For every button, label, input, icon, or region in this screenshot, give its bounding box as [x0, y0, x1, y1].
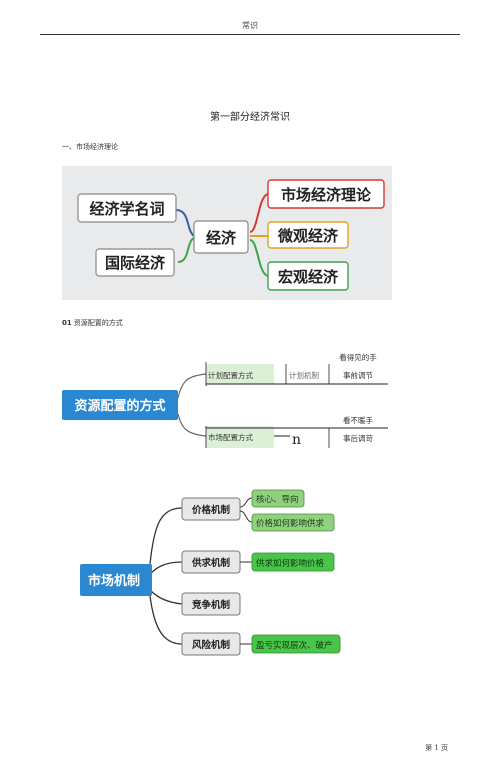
allocation-main: 资源配置的方式	[74, 398, 165, 414]
node-international-economy-box	[95, 248, 175, 277]
leaf-profit-loss-bankruptcy: 盈亏实现层次、破产	[256, 640, 333, 651]
node-macroeconomics: 宏观经济	[278, 268, 339, 286]
risk-mechanism: 风险机制	[192, 639, 231, 651]
economy-mindmap: 经济学名词 国际经济 经济 市场经济理论 微观经济 宏观经济	[62, 166, 392, 300]
page-title: 第一部分经济常识	[210, 112, 290, 123]
connector-left-bottom	[177, 237, 195, 263]
market-branch-competition	[149, 589, 183, 605]
node-economics-terms-box	[77, 193, 177, 223]
market-mechanism-diagram: 市场机制 价格机制 供求机制 竞争机制 风险机制 核心、导向 价格如何影响供求 …	[80, 489, 341, 656]
leaf-core-guide: 核心、导向	[256, 494, 299, 505]
section-label: 资源配置的方式	[73, 319, 123, 327]
invisible-hand: 看不暖手	[343, 415, 373, 425]
plan-mechanism: 计划机制	[289, 370, 319, 380]
market-main: 市场机制	[88, 573, 140, 589]
market-main-box	[80, 564, 152, 596]
visible-hand: 看得见的手	[339, 352, 377, 362]
leaf-core-guide-box	[251, 489, 305, 508]
leaf-connector-core	[239, 497, 253, 508]
market-branch-supply	[149, 561, 183, 575]
node-economy-center: 经济	[206, 229, 237, 247]
node-market-economy-theory-box	[267, 179, 385, 209]
leaf-supply-affects-price-box	[251, 552, 335, 572]
supply-mechanism: 供求机制	[191, 557, 231, 569]
connector-left-top	[175, 209, 195, 237]
node-microeconomics: 微观经济	[277, 227, 339, 245]
connector-right-bottom	[249, 239, 269, 277]
resource-allocation-diagram: 资源配置的方式 计划配置方式 计划机制 看得见的手 事前调节 市场配置方式 n …	[62, 352, 388, 448]
price-mechanism-box	[181, 497, 241, 521]
section-heading-market-economy: 一、市场经济理论	[62, 143, 118, 151]
leaf-connector-price-effect	[239, 510, 253, 523]
market-method: 市场配置方式	[208, 432, 253, 442]
competition-mechanism-box	[181, 592, 241, 616]
node-market-economy-theory: 市场经济理论	[281, 186, 372, 204]
node-economy-center-box	[193, 220, 249, 254]
price-mechanism: 价格机制	[192, 504, 231, 516]
connector-right-top	[249, 193, 269, 233]
allocation-main-box	[62, 390, 178, 420]
allocation-branch-bottom	[177, 413, 207, 437]
header-rule	[40, 34, 460, 35]
allocation-branch-top	[177, 373, 207, 399]
page-number: 第 1 页	[425, 744, 448, 752]
competition-mechanism: 竞争机制	[191, 599, 231, 611]
market-branch-price	[149, 507, 183, 565]
node-macroeconomics-box	[267, 261, 349, 291]
node-economics-terms: 经济学名词	[89, 200, 164, 218]
post-adjustment: 事后调苛	[343, 433, 373, 443]
leaf-profit-loss-bankruptcy-box	[251, 634, 341, 654]
node-microeconomics-box	[267, 221, 349, 249]
market-branch-risk	[149, 595, 183, 645]
market-method-box	[206, 426, 274, 448]
leaf-price-affects-supply-box	[251, 513, 335, 532]
leaf-price-affects-supply: 价格如何影响供求	[256, 518, 325, 529]
pre-adjustment: 事前调节	[343, 370, 373, 380]
page-header: 常识	[242, 21, 258, 30]
market-mechanism: n	[292, 432, 301, 448]
section-number: 01	[62, 319, 72, 327]
plan-method-box	[206, 364, 274, 384]
node-international-economy: 国际经济	[105, 254, 166, 272]
plan-method: 计划配置方式	[208, 370, 253, 380]
leaf-supply-affects-price: 供求如何影响价格	[256, 558, 325, 569]
